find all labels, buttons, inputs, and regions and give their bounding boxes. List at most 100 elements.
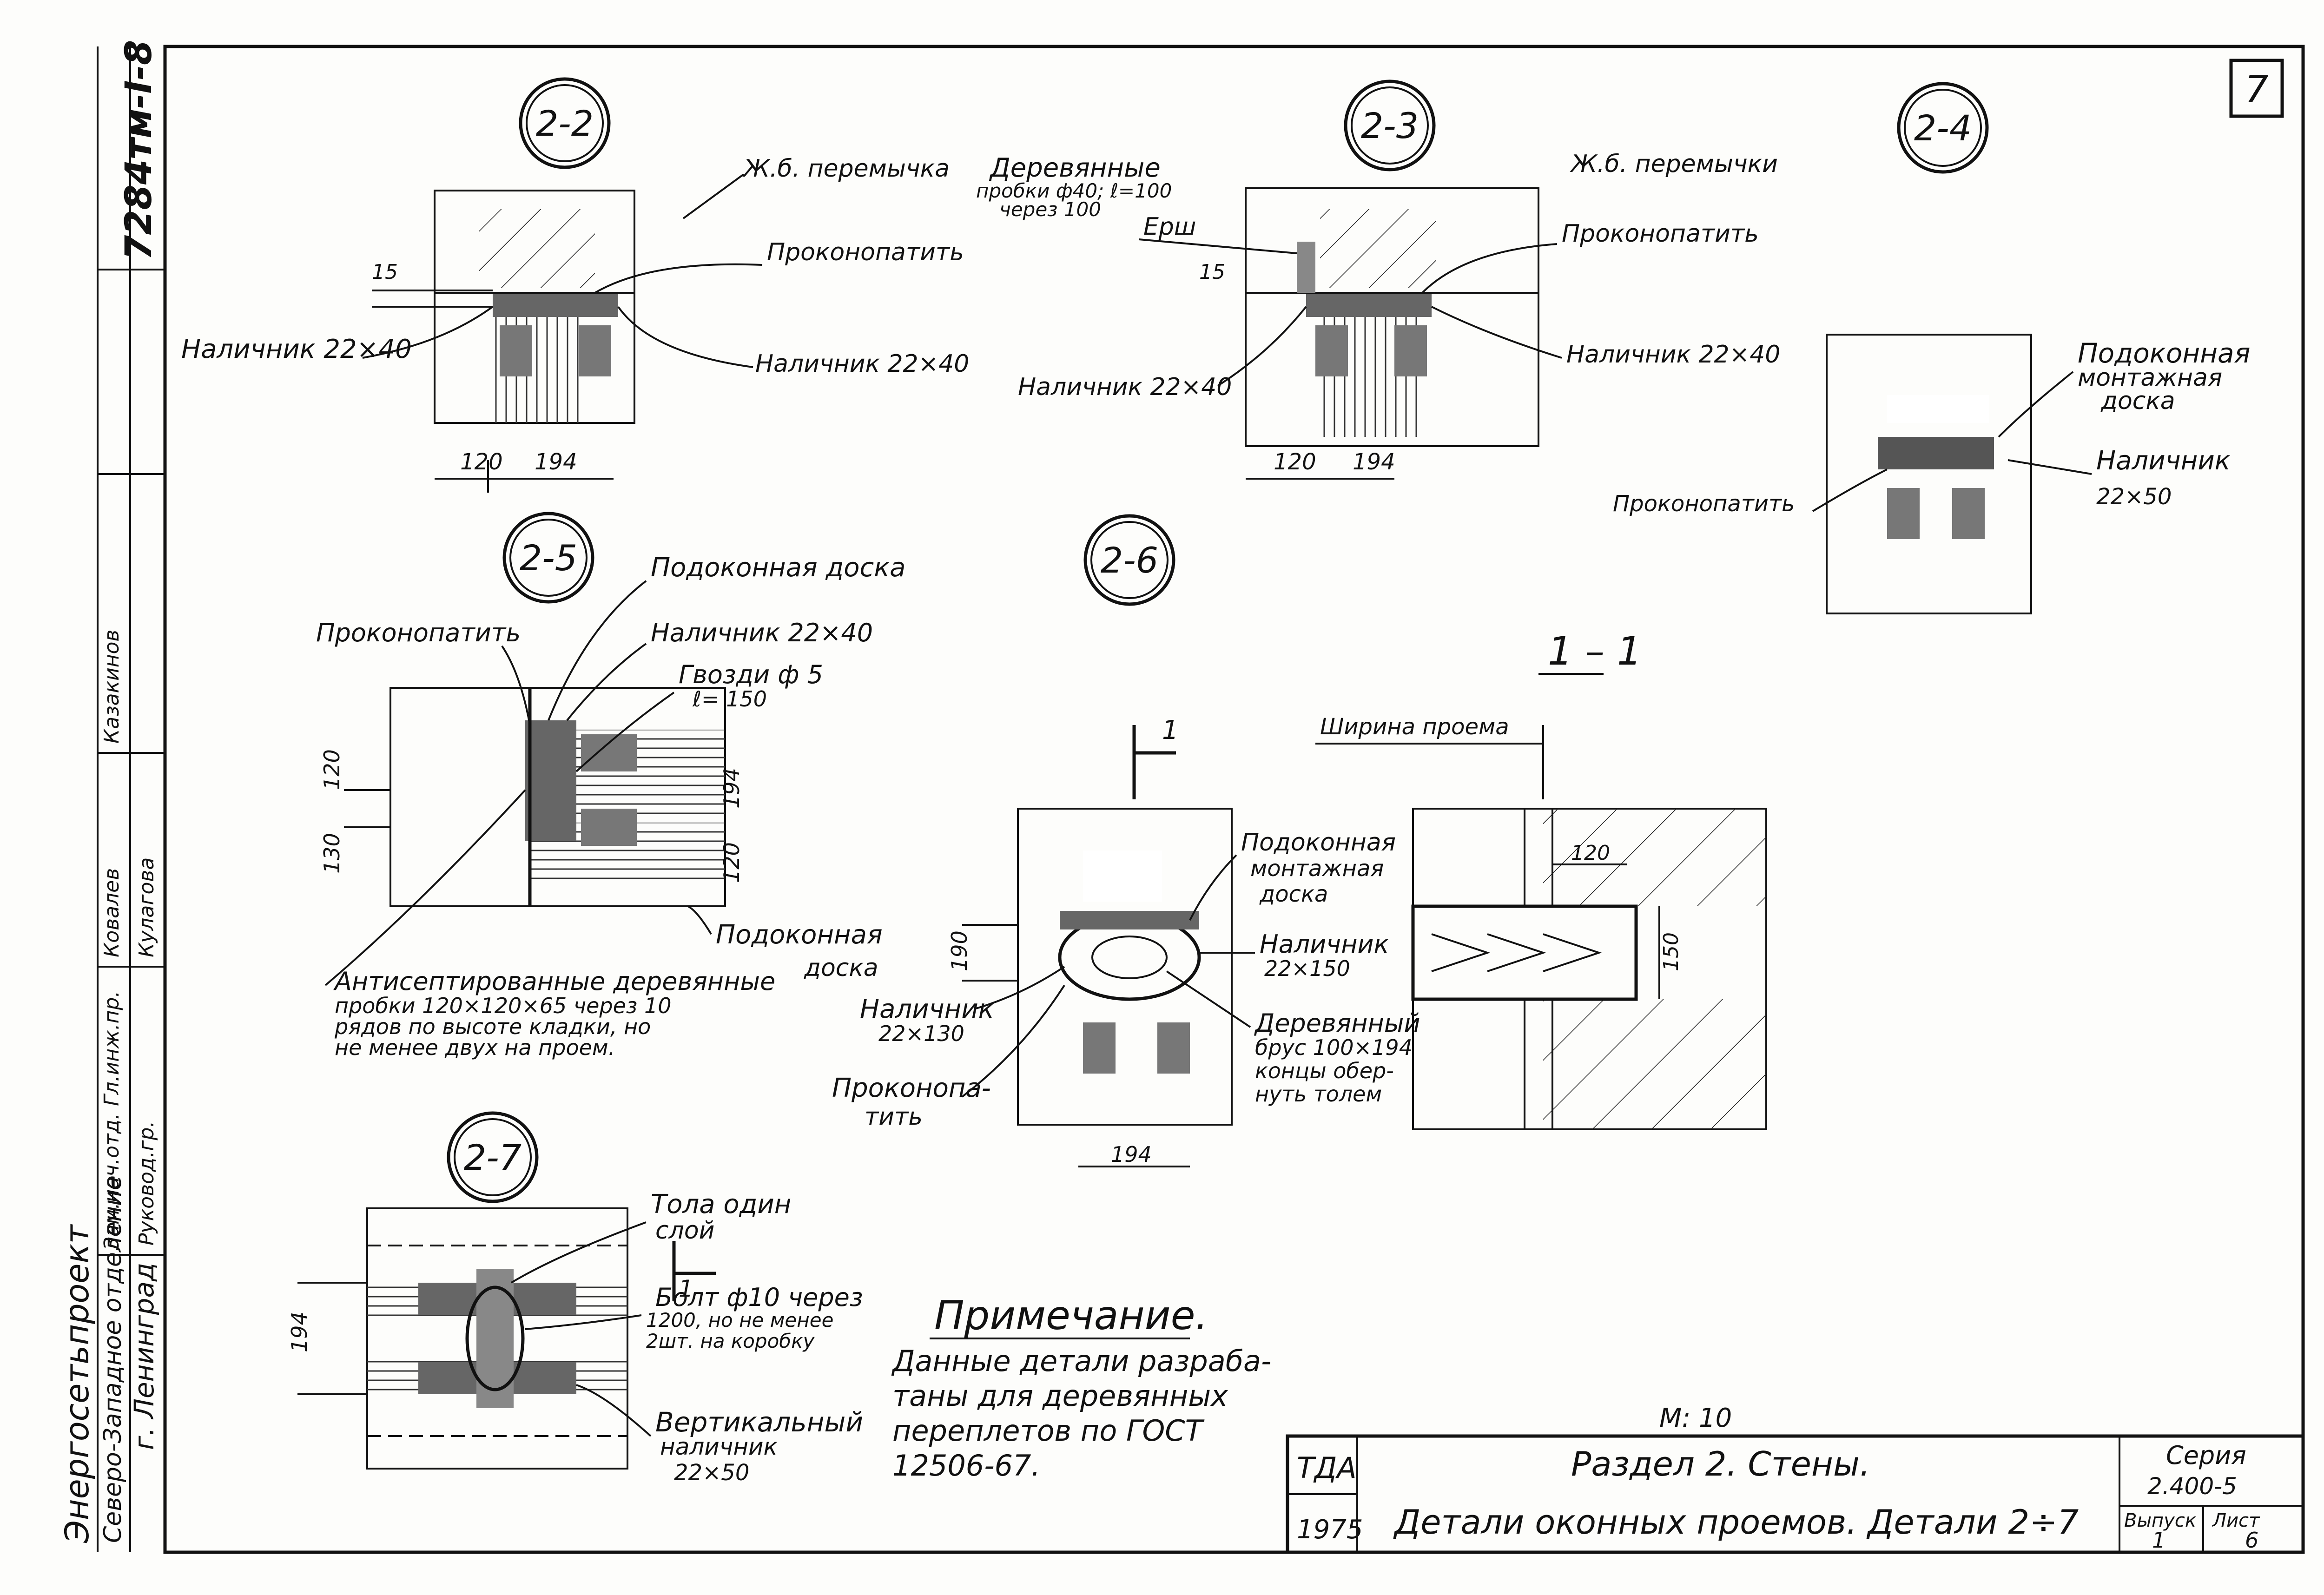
svg-text:120: 120 bbox=[319, 749, 344, 790]
scale-label: М: 10 bbox=[1659, 1403, 1732, 1433]
svg-text:Наличник 22×40: Наличник 22×40 bbox=[755, 350, 969, 378]
svg-text:доска: доска bbox=[1259, 881, 1328, 907]
svg-text:120: 120 bbox=[460, 449, 503, 475]
svg-text:Данные детали разраба-: Данные детали разраба- bbox=[891, 1344, 1271, 1378]
city-name: г. Ленинград bbox=[128, 1263, 160, 1450]
svg-text:2-4: 2-4 bbox=[1914, 107, 1972, 149]
name-3: Кулагова bbox=[135, 857, 158, 957]
note-block: Примечание. Данные детали разраба- таны … bbox=[891, 1292, 1271, 1483]
role-1: Зам.нач.отд. bbox=[100, 1113, 124, 1250]
name-1: Казакинов bbox=[100, 630, 124, 744]
svg-text:тить: тить bbox=[865, 1103, 923, 1131]
section-1-1-label: 1 – 1 bbox=[1548, 628, 1642, 674]
svg-text:120: 120 bbox=[1571, 841, 1610, 865]
svg-text:таны для деревянных: таны для деревянных bbox=[892, 1379, 1228, 1413]
svg-text:брус 100×194: брус 100×194 bbox=[1255, 1035, 1413, 1060]
svg-text:Гвозди ф 5: Гвозди ф 5 bbox=[679, 660, 823, 689]
svg-text:194: 194 bbox=[1353, 449, 1395, 475]
svg-text:194: 194 bbox=[719, 768, 744, 809]
svg-text:Ширина проема: Ширина проема bbox=[1320, 714, 1509, 740]
svg-text:Наличник: Наличник bbox=[860, 994, 994, 1024]
detail-2-5: 2-5 120 130 194 120 Подоконная доска Нал… bbox=[316, 512, 905, 1060]
detail-2-3: 2-3 120 194 15 Деревянные пробки ф40; ℓ=… bbox=[976, 79, 1780, 480]
svg-text:Лист: Лист bbox=[2212, 1510, 2260, 1531]
svg-text:Наличник 22×40: Наличник 22×40 bbox=[1566, 341, 1780, 369]
detail-2-7: 2-7 194 1 Тола один слой Болт ф10 через … bbox=[287, 1111, 863, 1486]
svg-text:Серия: Серия bbox=[2166, 1441, 2246, 1470]
svg-text:2-2: 2-2 bbox=[536, 103, 594, 144]
svg-text:Проконопатить: Проконопатить bbox=[316, 618, 521, 647]
svg-text:2-6: 2-6 bbox=[1101, 540, 1158, 581]
detail-2-4-marker bbox=[1897, 82, 1989, 174]
svg-text:пробки ф40; ℓ=100: пробки ф40; ℓ=100 bbox=[976, 179, 1172, 202]
detail-2-6: 2-6 1 194 190 Подоконная монтажная доска… bbox=[832, 514, 1420, 1167]
svg-text:2шт. на коробку: 2шт. на коробку bbox=[646, 1330, 815, 1352]
svg-text:не менее двух на проем.: не менее двух на проем. bbox=[335, 1035, 615, 1060]
svg-text:монтажная: монтажная bbox=[1250, 856, 1384, 882]
svg-text:2-5: 2-5 bbox=[520, 537, 577, 579]
svg-text:Ерш: Ерш bbox=[1143, 213, 1196, 241]
svg-text:6: 6 bbox=[2245, 1528, 2258, 1553]
svg-text:слой: слой bbox=[655, 1217, 714, 1245]
svg-text:переплетов по ГОСТ: переплетов по ГОСТ bbox=[892, 1414, 1205, 1448]
svg-text:Подоконная доска: Подоконная доска bbox=[651, 553, 905, 583]
svg-text:Деревянные: Деревянные bbox=[989, 153, 1161, 183]
svg-text:1975: 1975 bbox=[1297, 1515, 1363, 1545]
svg-text:Ж.б. перемычка: Ж.б. перемычка bbox=[742, 155, 950, 183]
svg-text:Подоконная: Подоконная bbox=[1241, 829, 1396, 857]
detail-2-7-marker bbox=[447, 1111, 539, 1203]
svg-text:через 100: через 100 bbox=[999, 198, 1101, 221]
svg-text:Проконопатить: Проконопатить bbox=[1562, 220, 1759, 248]
note-title: Примечание. bbox=[934, 1292, 1208, 1339]
title-block: М: 10 ТДА 1975 Раздел 2. Стены. Детали о… bbox=[1286, 1403, 2305, 1554]
svg-text:концы обер-: концы обер- bbox=[1255, 1058, 1394, 1083]
sheet-frame bbox=[163, 45, 2305, 1554]
org-name: Энергосетьпроект bbox=[58, 1224, 96, 1543]
svg-text:2.400-5: 2.400-5 bbox=[2147, 1473, 2237, 1500]
svg-text:22×50: 22×50 bbox=[674, 1460, 749, 1486]
window-frame bbox=[493, 294, 618, 317]
svg-text:120: 120 bbox=[719, 842, 744, 883]
svg-text:монтажная: монтажная bbox=[2078, 364, 2222, 392]
title-line-2: Детали оконных проемов. Детали 2÷7 bbox=[1393, 1503, 2079, 1542]
svg-text:2-7: 2-7 bbox=[464, 1137, 522, 1178]
branch-name: Северо-Западное отделение bbox=[99, 1175, 127, 1543]
svg-text:15: 15 bbox=[372, 260, 398, 284]
svg-text:доска: доска bbox=[804, 954, 878, 982]
sheet-number: 7 bbox=[2245, 68, 2269, 111]
svg-text:Наличник: Наличник bbox=[1260, 929, 1389, 959]
svg-text:Наличник 22×40: Наличник 22×40 bbox=[651, 618, 873, 647]
svg-text:Подоконная: Подоконная bbox=[716, 920, 883, 950]
svg-text:нуть толем: нуть толем bbox=[1255, 1081, 1382, 1107]
svg-text:рядов по высоте кладки, но: рядов по высоте кладки, но bbox=[334, 1014, 651, 1039]
svg-text:Антисептированные деревянные: Антисептированные деревянные bbox=[333, 967, 775, 996]
svg-text:ℓ= 150: ℓ= 150 bbox=[692, 686, 767, 712]
svg-text:Деревянный: Деревянный bbox=[1254, 1008, 1420, 1038]
title-line-1: Раздел 2. Стены. bbox=[1571, 1444, 1870, 1483]
svg-text:доска: доска bbox=[2100, 387, 2175, 415]
svg-text:Наличник 22×40: Наличник 22×40 bbox=[1018, 373, 1232, 401]
detail-2-5-marker bbox=[502, 512, 594, 604]
svg-text:1200, но не менее: 1200, но не менее bbox=[646, 1309, 833, 1331]
svg-text:22×130: 22×130 bbox=[878, 1021, 964, 1046]
role-2: Гл.инж.пр. bbox=[100, 991, 124, 1106]
svg-text:пробки 120×120×65 через 10: пробки 120×120×65 через 10 bbox=[335, 993, 672, 1018]
svg-text:Выпуск: Выпуск bbox=[2124, 1510, 2196, 1531]
svg-text:194: 194 bbox=[1111, 1142, 1152, 1167]
svg-text:15: 15 bbox=[1199, 260, 1225, 284]
svg-text:1: 1 bbox=[679, 1275, 693, 1302]
detail-2-4: 2-4 Подоконная монтажная доска Наличник … bbox=[1613, 82, 2250, 614]
detail-2-2: 2-2 15 120 194 Ж.б. перемычка Проконопат… bbox=[181, 77, 969, 493]
side-stamp: 7284тм-I-8 Энергосетьпроект Северо-Запад… bbox=[58, 40, 165, 1552]
detail-2-6-marker bbox=[1083, 514, 1175, 606]
svg-text:22×50: 22×50 bbox=[2096, 484, 2172, 510]
svg-text:2-3: 2-3 bbox=[1361, 105, 1419, 146]
svg-text:120: 120 bbox=[1274, 449, 1316, 475]
svg-text:Тола один: Тола один bbox=[651, 1189, 791, 1219]
svg-text:Болт ф10 через: Болт ф10 через bbox=[655, 1283, 863, 1312]
svg-text:наличник: наличник bbox=[660, 1433, 778, 1460]
svg-text:194: 194 bbox=[535, 449, 577, 475]
detail-2-3-marker bbox=[1344, 79, 1436, 171]
